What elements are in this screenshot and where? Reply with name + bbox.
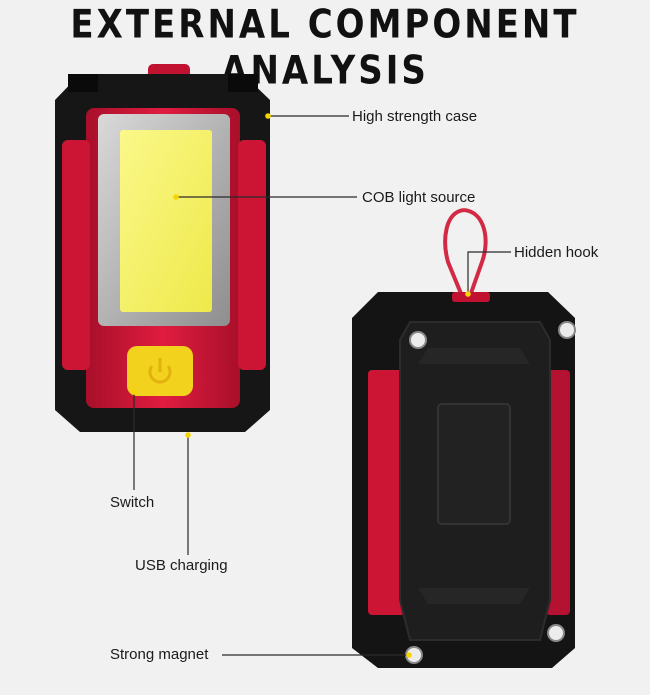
ridge — [418, 348, 530, 364]
hook-leader — [467, 251, 511, 294]
label-usb-charging: USB charging — [135, 557, 228, 574]
right-red-side — [546, 370, 570, 615]
label-hidden-hook: Hidden hook — [514, 244, 599, 261]
carabiner-hook — [443, 208, 488, 297]
front-light-device — [55, 64, 270, 432]
back-light-device — [352, 208, 576, 668]
corner-guard — [68, 74, 98, 92]
callout-lines — [133, 115, 511, 656]
page-title: EXTERNAL COMPONENT ANALYSIS — [70, 2, 580, 94]
left-red-rail — [62, 140, 90, 370]
center-recess — [437, 403, 511, 525]
callout-dots — [131, 113, 471, 658]
magnet-dot — [409, 331, 427, 349]
right-red-rail — [238, 140, 266, 370]
corner-guard — [228, 74, 258, 92]
magnet-dot — [547, 624, 565, 642]
cob-panel — [120, 130, 212, 312]
top-red-tab — [452, 292, 490, 302]
label-cob-light-source: COB light source — [362, 189, 476, 206]
label-strong-magnet: Strong magnet — [110, 646, 209, 663]
power-icon — [148, 358, 172, 384]
magnet-dot — [558, 321, 576, 339]
label-high-strength-case: High strength case — [352, 108, 478, 125]
label-switch: Switch — [110, 494, 155, 511]
ridge — [418, 588, 530, 604]
